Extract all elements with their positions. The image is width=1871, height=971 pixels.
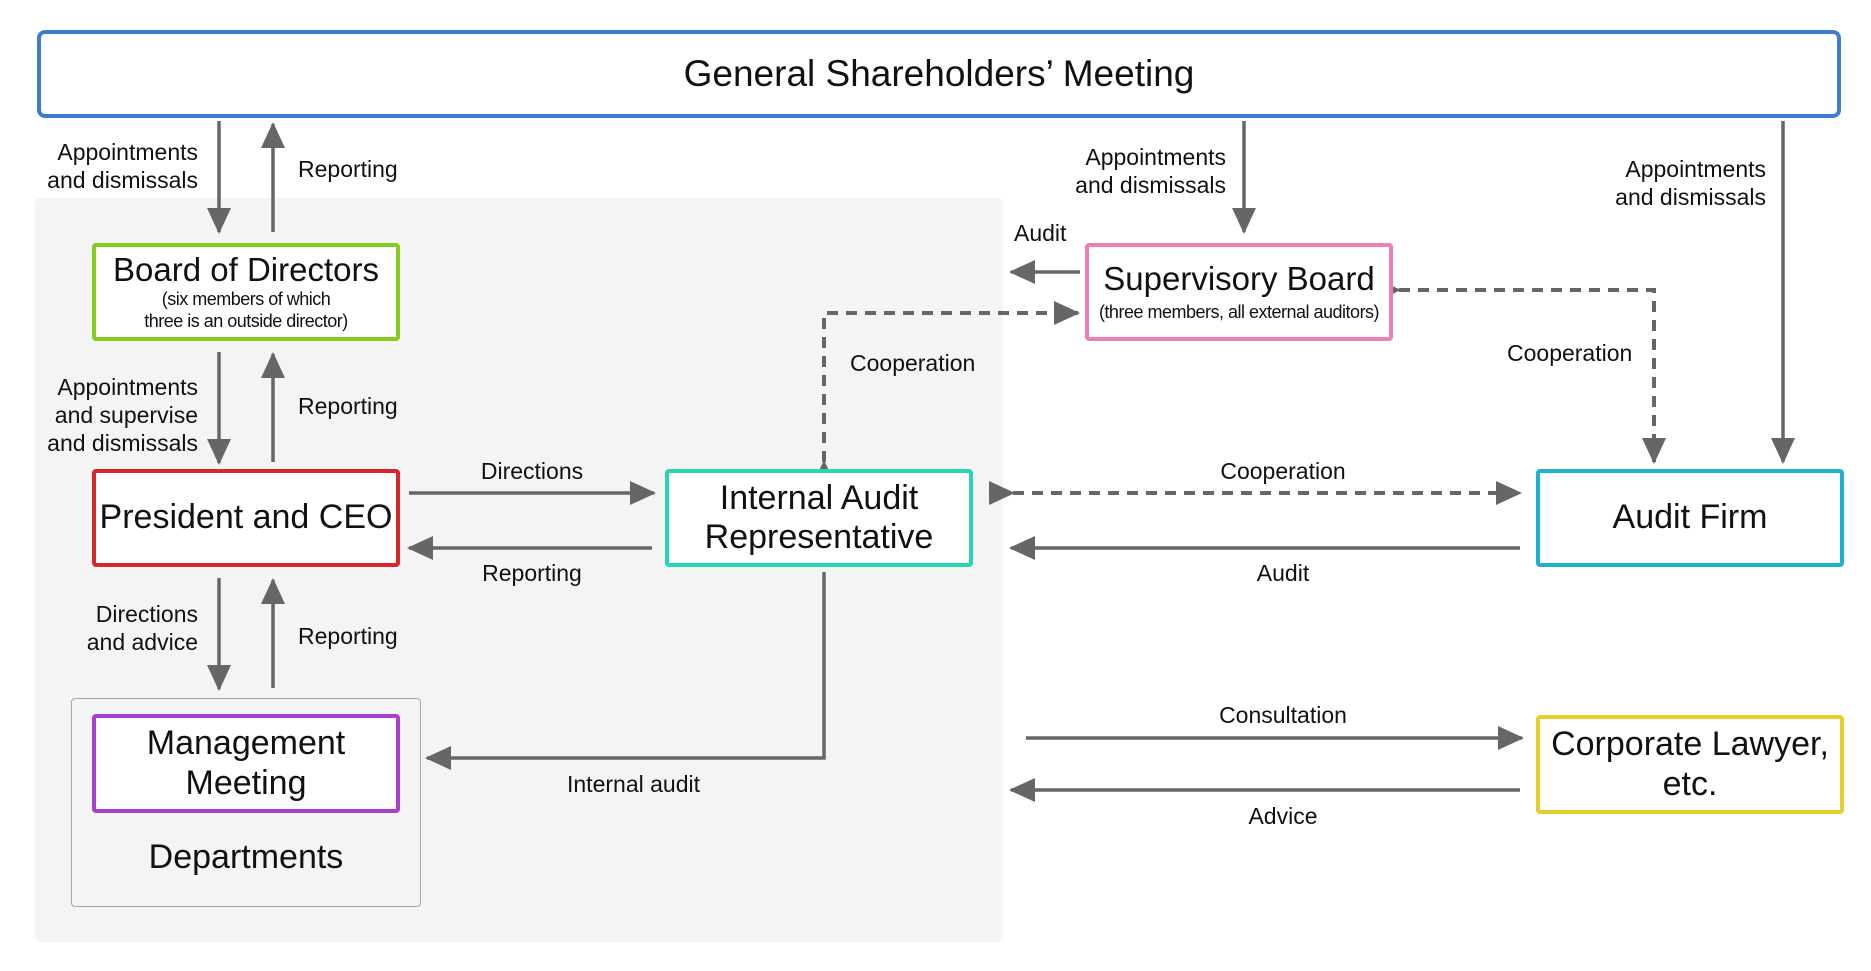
- label-gsm-firm-appointments: Appointments and dismissals: [1615, 155, 1766, 211]
- label-line: and dismissals: [47, 430, 198, 456]
- label-line: Directions: [95, 601, 198, 627]
- label-line: and dismissals: [1075, 172, 1226, 198]
- management-meeting-box: Management Meeting: [92, 714, 400, 813]
- label-line: Appointments: [57, 374, 198, 400]
- label-mgmt-ceo-reporting: Reporting: [298, 623, 398, 649]
- supervisory-title: Supervisory Board: [1103, 260, 1375, 298]
- label-line: Appointments: [1625, 156, 1766, 182]
- label-supervisory-audit: Audit: [1014, 220, 1067, 246]
- label-ceo-ia-directions: Directions: [480, 458, 584, 484]
- label-line: Appointments: [57, 139, 198, 165]
- internal-audit-box: Internal Audit Representative: [665, 469, 973, 567]
- label-internal-audit: Internal audit: [567, 771, 700, 797]
- label-line: Appointments: [1085, 144, 1226, 170]
- supervisory-subtitle: (three members, all external auditors): [1098, 302, 1380, 323]
- label-line: and advice: [86, 629, 198, 655]
- board-title: Board of Directors: [113, 251, 379, 289]
- label-board-ceo-appointments: Appointments and supervise and dismissal…: [47, 373, 198, 457]
- arrow-ia-supervisory-cooperation: [812, 301, 1080, 486]
- shareholders-meeting-label: General Shareholders’ Meeting: [683, 52, 1195, 94]
- arrow-ia-internal-audit: [425, 572, 826, 770]
- label-ia-supervisory-cooperation: Cooperation: [850, 350, 976, 376]
- label-gsm-board-appointments: Appointments and dismissals: [47, 138, 198, 194]
- lawyer-label-2: etc.: [1662, 764, 1718, 803]
- label-line: and supervise: [54, 402, 198, 428]
- label-consultation: Consultation: [1219, 702, 1347, 728]
- label-ia-firm-cooperation: Cooperation: [1220, 458, 1346, 484]
- departments-label: Departments: [148, 838, 344, 876]
- label-line: and dismissals: [47, 167, 198, 193]
- board-subtitle-2: three is an outside director): [144, 310, 348, 331]
- board-of-directors-box: Board of Directors (six members of which…: [92, 243, 400, 341]
- label-ceo-mgmt-directions: Directions and advice: [87, 600, 198, 656]
- label-ceo-board-reporting: Reporting: [298, 393, 398, 419]
- lawyer-label-1: Corporate Lawyer,: [1551, 725, 1829, 764]
- internal-audit-label-2: Representative: [704, 518, 934, 556]
- internal-audit-label-1: Internal Audit: [719, 478, 919, 517]
- president-ceo-label: President and CEO: [99, 498, 393, 537]
- label-advice: Advice: [1248, 803, 1318, 829]
- label-ia-ceo-reporting: Reporting: [482, 560, 582, 586]
- label-board-gsm-reporting: Reporting: [298, 156, 398, 182]
- audit-firm-label: Audit Firm: [1612, 498, 1768, 537]
- shareholders-meeting-box: General Shareholders’ Meeting: [37, 30, 1841, 118]
- arrow-supervisory-firm-cooperation: [1375, 278, 1666, 464]
- supervisory-board-box: Supervisory Board (three members, all ex…: [1085, 243, 1393, 341]
- label-gsm-supervisory-appointments: Appointments and dismissals: [1075, 143, 1226, 199]
- management-label-1: Management: [146, 724, 346, 763]
- management-label-2: Meeting: [185, 763, 307, 802]
- board-subtitle-1: (six members of which: [161, 289, 331, 310]
- president-ceo-box: President and CEO: [92, 469, 400, 567]
- label-firm-audit: Audit: [1256, 560, 1310, 586]
- corporate-lawyer-box: Corporate Lawyer, etc.: [1536, 715, 1844, 814]
- label-line: and dismissals: [1615, 184, 1766, 210]
- label-supervisory-firm-cooperation: Cooperation: [1507, 340, 1633, 366]
- audit-firm-box: Audit Firm: [1536, 469, 1844, 567]
